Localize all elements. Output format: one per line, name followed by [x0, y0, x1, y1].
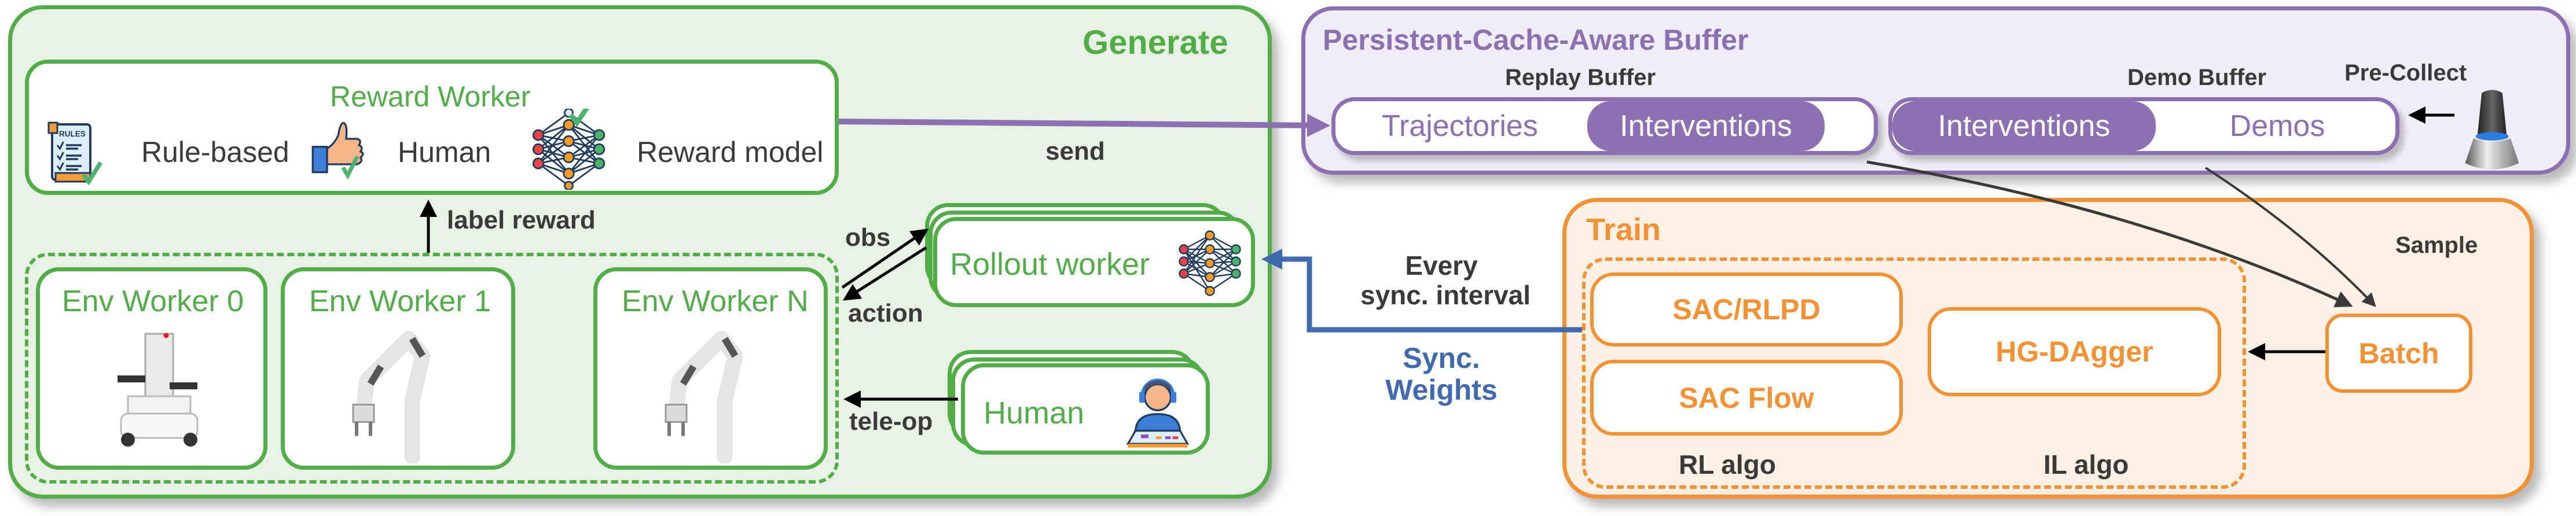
rules-scroll-icon: RULES — [47, 121, 103, 186]
neural-network-icon — [532, 109, 606, 190]
reward-item-reward-model: Reward model — [637, 136, 824, 168]
neural-network-icon — [1179, 230, 1241, 296]
env-worker-1-label: Env Worker 1 — [309, 285, 491, 318]
obs-arrow — [841, 228, 929, 289]
sample-arrow-demo — [2204, 167, 2376, 307]
rollout-worker-label: Rollout worker — [950, 247, 1150, 282]
sample-label: Sample — [2395, 233, 2478, 258]
batch-box[interactable]: Batch — [2325, 314, 2472, 393]
mobile-robot-icon — [118, 333, 199, 447]
env-worker-n-label: Env Worker N — [622, 285, 809, 318]
label-reward-text: label reward — [447, 206, 596, 234]
replay-buffer[interactable]: Trajectories Interventions — [1331, 97, 1878, 155]
reward-worker-box[interactable]: Reward Worker RULES Rule-based Human Rew… — [25, 60, 839, 195]
tele-op-label: tele-op — [849, 407, 933, 436]
batch-label: Batch — [2358, 337, 2439, 370]
demo-buffer-title: Demo Buffer — [2127, 65, 2267, 90]
rl-algo-label: RL algo — [1679, 449, 1776, 480]
human-worker-box[interactable]: Human — [961, 363, 1210, 455]
sac-flow-box[interactable]: SAC Flow — [1590, 360, 1903, 436]
env-worker-0[interactable]: Env Worker 0 — [36, 267, 267, 470]
send-arrow — [838, 113, 1330, 137]
robot-arm-icon — [665, 331, 743, 463]
human-worker-label: Human — [984, 396, 1085, 430]
algo-group — [1582, 257, 2246, 489]
replay-segment-trajectories[interactable]: Trajectories — [1382, 109, 1538, 143]
send-label: send — [1045, 137, 1105, 165]
robot-arm-icon — [352, 331, 431, 463]
sync-weights-arrow — [1261, 249, 1582, 333]
action-label: action — [848, 299, 923, 327]
every-sync-interval-label: Every sync. interval — [1360, 250, 1531, 310]
every-line1: Every — [1405, 250, 1478, 281]
sac-rlpd-label: SAC/RLPD — [1672, 293, 1821, 326]
sac-rlpd-box[interactable]: SAC/RLPD — [1590, 272, 1903, 347]
sync-weights-label: Sync. Weights — [1360, 342, 1522, 406]
reward-item-human: Human — [398, 136, 491, 168]
generate-title: Generate — [1082, 24, 1228, 61]
il-algo-label: IL algo — [2043, 449, 2129, 480]
thumbs-up-icon — [311, 121, 364, 180]
hg-dagger-label: HG-DAgger — [1995, 336, 2153, 368]
spacemouse-icon — [2465, 90, 2519, 169]
demo-segment-interventions[interactable]: Interventions — [1892, 101, 2156, 151]
env-worker-1[interactable]: Env Worker 1 — [281, 267, 515, 470]
sync-weights-line2: Weights — [1385, 374, 1498, 406]
env-worker-n[interactable]: Env Worker N — [593, 267, 828, 470]
env-workers-group — [25, 253, 839, 484]
every-line2: sync. interval — [1360, 279, 1531, 310]
buffer-title: Persistent-Cache-Aware Buffer — [1323, 24, 1749, 56]
demo-buffer[interactable]: Interventions Demos — [1888, 97, 2399, 155]
action-arrow — [842, 246, 927, 301]
sample-arrow-replay — [1866, 160, 2353, 308]
reward-worker-title: Reward Worker — [330, 80, 531, 113]
obs-label: obs — [845, 223, 891, 252]
hg-dagger-box[interactable]: HG-DAgger — [1928, 307, 2221, 396]
rollout-worker-box[interactable]: Rollout worker — [933, 217, 1255, 307]
demo-segment-demos[interactable]: Demos — [2229, 109, 2325, 143]
sac-flow-label: SAC Flow — [1679, 381, 1814, 414]
teleoperator-icon — [1126, 378, 1190, 448]
replay-segment-interventions[interactable]: Interventions — [1587, 101, 1825, 151]
train-title: Train — [1586, 212, 1661, 247]
replay-buffer-title: Replay Buffer — [1505, 65, 1656, 90]
env-worker-0-label: Env Worker 0 — [62, 285, 244, 318]
pre-collect-label: Pre-Collect — [2344, 60, 2467, 86]
reward-item-rule-based: Rule-based — [141, 136, 289, 168]
sync-weights-line1: Sync. — [1403, 342, 1480, 374]
svg-text:RULES: RULES — [59, 130, 86, 138]
